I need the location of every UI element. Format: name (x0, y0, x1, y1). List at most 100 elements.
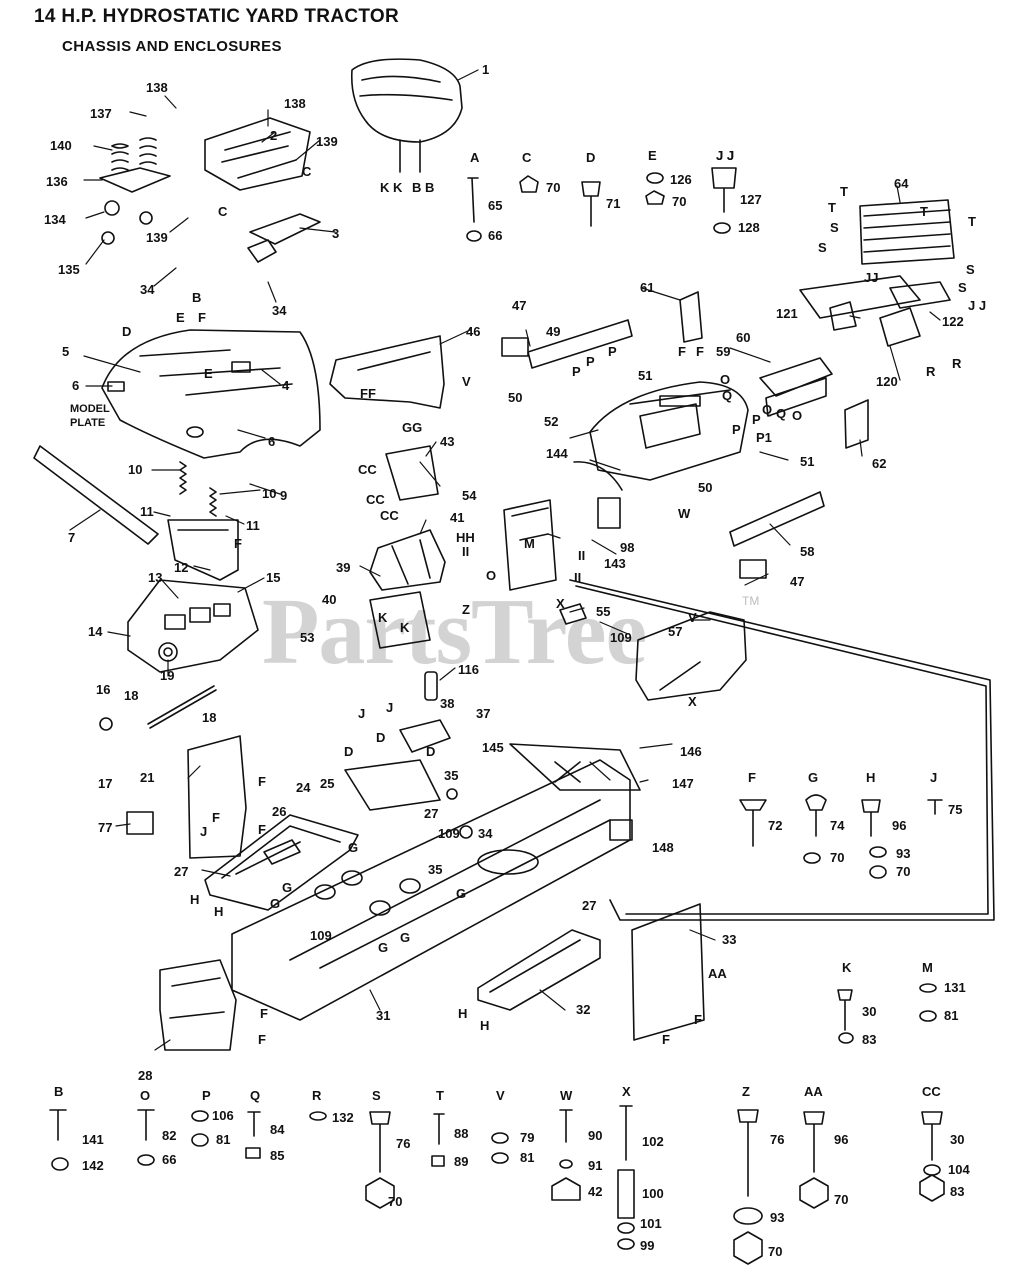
ref-w: W (678, 506, 691, 521)
ref-jj1: J J (716, 148, 734, 163)
hw-part-70c: 70 (830, 850, 844, 865)
part-dash-cover-46 (329, 335, 445, 409)
callout-43: 43 (440, 434, 454, 449)
letter-references: K K B B B C C D D D D E E F F F F F F F … (122, 148, 986, 1047)
callout-143: 143 (604, 556, 626, 571)
callout-28: 28 (138, 1068, 152, 1083)
callout-38: 38 (440, 696, 454, 711)
part-cable-inner (575, 585, 989, 915)
ref-jj2: JJ (864, 270, 878, 285)
ref-f7: F (258, 1032, 266, 1047)
part-seat-bracket (204, 117, 311, 191)
callout-53: 53 (300, 630, 314, 645)
hw-letter-j: J (930, 770, 937, 785)
callout-47b: 47 (790, 574, 804, 589)
hw-part-74: 74 (830, 818, 845, 833)
ref-ii3: II (574, 570, 581, 585)
ref-g2: G (282, 880, 292, 895)
callout-34c: 34 (478, 826, 493, 841)
part-hood (589, 381, 749, 481)
ref-x1: X (556, 596, 565, 611)
ref-q1: Q (722, 388, 732, 403)
part-bracket-28 (159, 959, 237, 1051)
ref-p3: P (608, 344, 617, 359)
callout-12: 12 (174, 560, 188, 575)
hw-part-106: 106 (212, 1108, 234, 1123)
hw-part-76b: 76 (770, 1132, 784, 1147)
part-trim-strip (33, 445, 159, 545)
callout-17: 17 (98, 776, 112, 791)
ref-t2: T (828, 200, 836, 215)
hw-letter-x: X (622, 1084, 631, 1099)
part-handle-54 (503, 499, 557, 591)
ref-h2: H (214, 904, 223, 919)
part-grille-57 (635, 611, 747, 701)
ref-s2: S (818, 240, 827, 255)
hw-part-70d: 70 (896, 864, 910, 879)
ref-q3: Q (762, 402, 772, 417)
callout-146: 146 (680, 744, 702, 759)
part-decal-47b (739, 559, 767, 579)
hw-part-76a: 76 (396, 1136, 410, 1151)
callout-77: 77 (98, 820, 112, 835)
part-wire-144 (573, 461, 623, 491)
hw-part-131: 131 (944, 980, 966, 995)
callout-134: 134 (44, 212, 66, 227)
part-bracket-62 (844, 399, 869, 449)
callout-16: 16 (96, 682, 110, 697)
callout-11a: 11 (140, 504, 154, 519)
part-bracket-61 (679, 291, 703, 343)
ref-h4: H (480, 1018, 489, 1033)
part-mount-plate (799, 275, 951, 319)
callout-116: 116 (458, 662, 479, 677)
callout-98: 98 (620, 540, 634, 555)
part-plate-d (344, 759, 441, 811)
hardware-key: A 65 66 C 70 D 71 E 126 70 J J 127 128 F… (54, 148, 970, 1259)
hardware-icons-bottom (49, 1105, 945, 1265)
part-bracket-55 (559, 603, 587, 625)
callout-138a: 138 (146, 80, 168, 95)
part-right-panel (631, 903, 705, 1041)
ref-aa: AA (708, 966, 727, 981)
hw-letter-s: S (372, 1088, 381, 1103)
hw-part-81a: 81 (944, 1008, 958, 1023)
ref-o3: O (792, 408, 802, 423)
page-subtitle: CHASSIS AND ENCLOSURES (62, 38, 282, 55)
ref-v2: V (688, 610, 697, 625)
hw-part-91: 91 (588, 1158, 602, 1173)
part-nut-16 (99, 717, 113, 731)
watermark-trademark: TM (742, 594, 760, 608)
ref-e1: E (176, 310, 185, 325)
ref-q2: Q (776, 406, 786, 421)
hw-part-42: 42 (588, 1184, 602, 1199)
ref-f4: F (212, 810, 220, 825)
callout-135: 135 (58, 262, 80, 277)
ref-ii1: II (462, 544, 469, 559)
hw-part-141: 141 (82, 1132, 104, 1147)
ref-ii2: II (578, 548, 585, 563)
callout-120: 120 (876, 374, 898, 389)
callout-10a: 10 (128, 462, 142, 477)
callout-139b: 139 (146, 230, 168, 245)
callout-40: 40 (322, 592, 336, 607)
callout-109a: 109 (438, 826, 460, 841)
ref-d4: D (426, 744, 435, 759)
part-cable (569, 579, 995, 921)
hw-part-128: 128 (738, 220, 760, 235)
hw-part-90: 90 (588, 1128, 602, 1143)
part-bracket-12 (167, 519, 239, 581)
hw-letter-k: K (842, 960, 852, 975)
hw-letter-g: G (808, 770, 818, 785)
hw-letter-w: W (560, 1088, 573, 1103)
leader-lines (69, 69, 941, 1051)
part-fender (101, 329, 321, 459)
callout-54: 54 (462, 488, 477, 503)
callout-24: 24 (296, 780, 311, 795)
ref-c: C (218, 204, 228, 219)
hw-part-81b: 81 (216, 1132, 230, 1147)
hw-part-70a: 70 (546, 180, 560, 195)
ref-o1: O (486, 568, 496, 583)
part-rear-plate-145 (509, 743, 641, 791)
part-sleeve-116 (424, 671, 438, 701)
